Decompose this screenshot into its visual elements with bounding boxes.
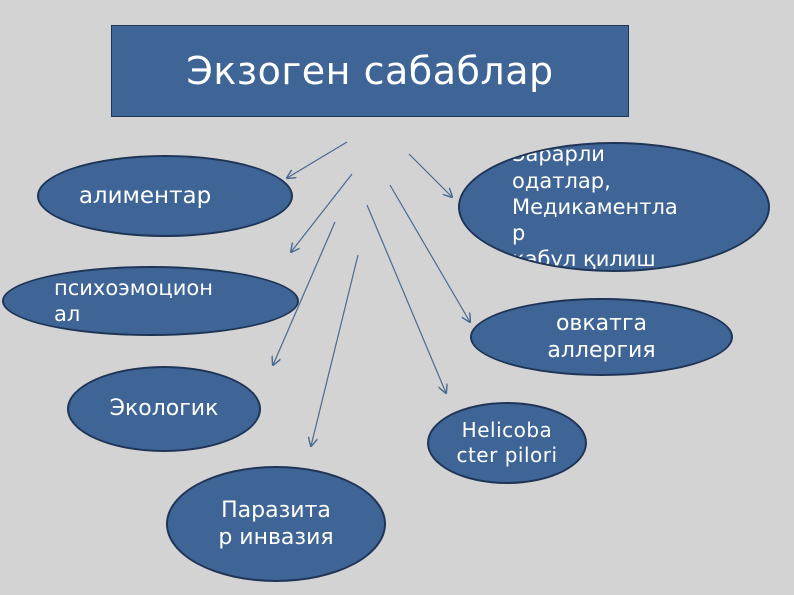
node-ovqatga-allergiya-label: овкатга аллергия — [547, 310, 656, 364]
arrow-to-helicobacter — [366, 204, 446, 393]
node-ekologik-label: Экологик — [109, 396, 219, 422]
node-helicobacter: Helicoba cter pilori — [427, 402, 587, 484]
node-ekologik: Экологик — [67, 366, 261, 452]
node-parazitar: Паразита р инвазия — [166, 466, 386, 582]
node-helicobacter-label: Helicoba cter pilori — [456, 418, 558, 467]
node-alimentar: алиментар — [37, 155, 293, 237]
arrow-to-alimentar — [287, 141, 348, 178]
title-text: Экзоген сабаблар — [186, 49, 554, 93]
arrow-to-zararli — [408, 153, 452, 197]
node-zararli-odatlar: Зарарли одатлар, Медикаментла р қабул қи… — [458, 142, 770, 272]
node-zararli-odatlar-label: Зарарли одатлар, Медикаментла р қабул қи… — [512, 142, 678, 272]
arrow-to-parazitar — [311, 254, 359, 446]
node-ovqatga-allergiya: овкатга аллергия — [470, 298, 733, 376]
node-psixoemocional-label: психоэмоцион ал — [54, 275, 213, 326]
node-alimentar-label: алиментар — [78, 182, 212, 209]
node-parazitar-label: Паразита р инвазия — [218, 497, 334, 551]
title-box: Экзоген сабаблар — [111, 25, 629, 117]
arrow-to-psixoemocional — [291, 173, 353, 252]
node-psixoemocional: психоэмоцион ал — [2, 266, 299, 336]
